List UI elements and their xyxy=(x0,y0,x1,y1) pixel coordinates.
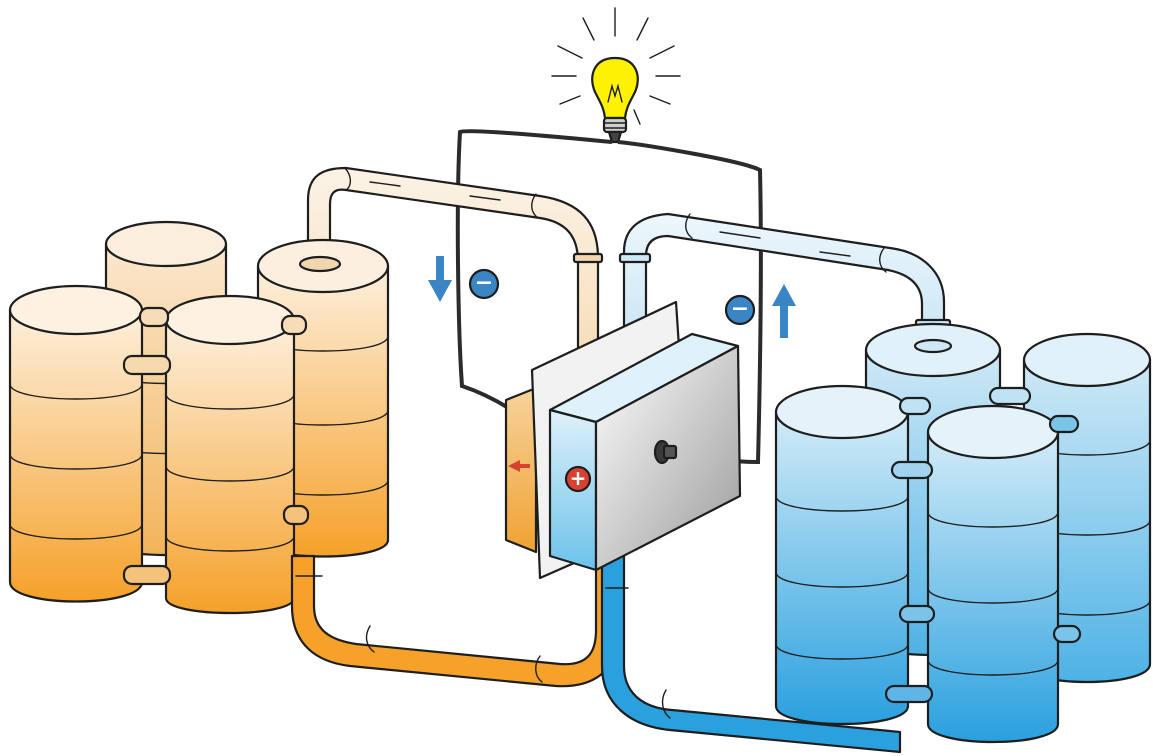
cool-tank-front-right xyxy=(926,404,1060,744)
warm-tank-front-right xyxy=(164,294,296,615)
right-minus-sign: − xyxy=(724,294,756,326)
warm-half-cell xyxy=(504,386,538,554)
left-minus-sign: − xyxy=(468,268,500,300)
plus-label: + xyxy=(570,466,587,490)
arrow-left-icon xyxy=(508,460,530,472)
left-arrow-down-icon xyxy=(428,256,452,302)
warm-electrolyte-tanks xyxy=(8,220,390,615)
plus-sign: + xyxy=(564,465,592,493)
right-arrow-up-icon xyxy=(772,284,796,338)
cool-electrolyte-tanks xyxy=(774,322,1152,744)
right-minus-label: − xyxy=(731,297,749,322)
warm-tank-front-left xyxy=(8,284,144,603)
warm-supply-pipe xyxy=(290,554,620,688)
cool-supply-pipe xyxy=(600,546,902,754)
light-rays xyxy=(551,7,681,125)
light-bulb-icon xyxy=(551,7,681,144)
cool-tank-front-left xyxy=(774,384,910,726)
left-minus-label: − xyxy=(475,271,493,296)
cell-stack xyxy=(504,300,742,580)
cool-return-pipe xyxy=(618,212,952,380)
external-circuit-wire xyxy=(455,129,613,416)
